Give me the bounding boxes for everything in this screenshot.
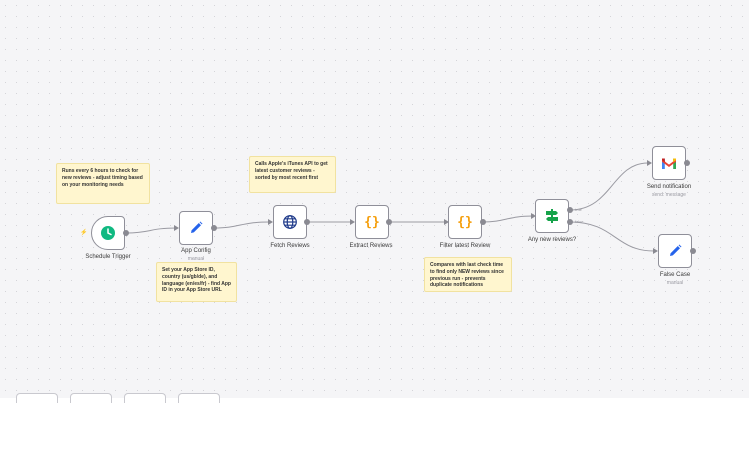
lightning-bolt-icon: ⚡ xyxy=(80,230,88,236)
output-port[interactable] xyxy=(690,248,696,254)
output-port[interactable] xyxy=(386,219,392,225)
connection-config-to-fetch xyxy=(213,221,271,229)
arrow-head xyxy=(653,248,658,254)
output-port-true[interactable] xyxy=(567,207,573,213)
toolbar-button-2[interactable] xyxy=(70,393,112,403)
connection-filter-to-if xyxy=(482,215,534,223)
arrow-head xyxy=(647,160,652,166)
node-label: Extract Reviews xyxy=(349,243,393,249)
node-label: Any new reviews? xyxy=(527,237,577,243)
schedule-trigger-node[interactable] xyxy=(91,216,125,250)
extract-reviews-node[interactable]: {} xyxy=(355,205,389,239)
connection-false-to-falsecase xyxy=(569,221,655,252)
output-port-false[interactable] xyxy=(567,219,573,225)
output-port[interactable] xyxy=(123,230,129,236)
arrow-head xyxy=(350,219,355,225)
clock-icon xyxy=(100,225,116,241)
node-label: False Case xyxy=(659,272,691,278)
gmail-icon xyxy=(661,157,677,170)
toolbar-button-4[interactable] xyxy=(178,393,220,403)
output-port[interactable] xyxy=(211,225,217,231)
arrow-head xyxy=(174,225,179,231)
fetch-reviews-node[interactable] xyxy=(273,205,307,239)
pencil-icon xyxy=(188,220,204,236)
sticky-note-compare[interactable]: Compares with last check time to find on… xyxy=(424,257,512,292)
node-label: Fetch Reviews xyxy=(270,243,310,249)
filter-latest-review-node[interactable]: {} xyxy=(448,205,482,239)
curly-braces-icon: {} xyxy=(364,214,380,230)
workflow-canvas[interactable]: Runs every 6 hours to check for new revi… xyxy=(0,0,749,398)
output-port[interactable] xyxy=(480,219,486,225)
send-notification-node[interactable] xyxy=(652,146,686,180)
pencil-icon xyxy=(667,243,683,259)
sticky-note-config[interactable]: Set your App Store ID, country (us/gb/de… xyxy=(156,262,237,302)
node-subtitle: manual xyxy=(666,280,684,286)
any-new-reviews-node[interactable] xyxy=(535,199,569,233)
arrow-head xyxy=(531,213,536,219)
sticky-note-schedule[interactable]: Runs every 6 hours to check for new revi… xyxy=(56,163,150,204)
sticky-note-itunes[interactable]: Calls Apple's iTunes API to get latest c… xyxy=(249,156,336,193)
curly-braces-icon: {} xyxy=(457,214,473,230)
connection-schedule-to-config xyxy=(125,227,177,234)
node-label: Send notification xyxy=(646,184,692,190)
node-label: App Config xyxy=(181,248,211,254)
node-subtitle: manual xyxy=(187,256,205,262)
bottom-panel xyxy=(0,398,749,450)
app-config-node[interactable] xyxy=(179,211,213,245)
connection-true-to-send xyxy=(569,162,649,211)
globe-icon xyxy=(282,214,298,230)
arrow-head xyxy=(268,219,273,225)
branch-label-false: false xyxy=(575,219,584,224)
connections-layer xyxy=(125,160,658,254)
signpost-icon xyxy=(544,208,560,224)
arrow-head xyxy=(444,219,449,225)
branch-label-true: true xyxy=(575,207,582,212)
output-port[interactable] xyxy=(304,219,310,225)
output-port[interactable] xyxy=(684,160,690,166)
toolbar-button-1[interactable] xyxy=(16,393,58,403)
node-label: Filter latest Review xyxy=(439,243,491,249)
node-subtitle: send: message xyxy=(652,192,686,198)
node-label: Schedule Trigger xyxy=(85,254,131,260)
false-case-node[interactable] xyxy=(658,234,692,268)
toolbar-button-3[interactable] xyxy=(124,393,166,403)
